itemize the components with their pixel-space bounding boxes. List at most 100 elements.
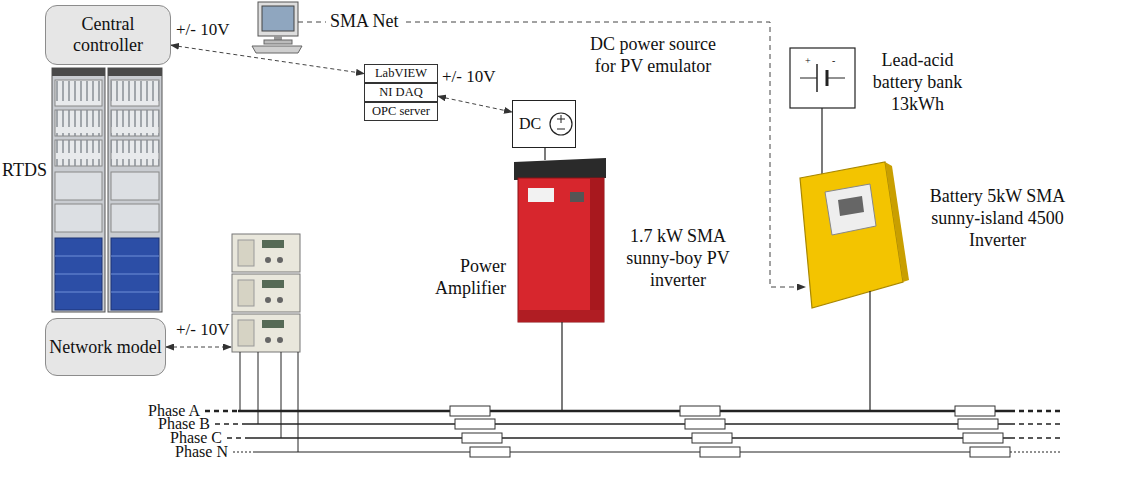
node-text: NI DAQ xyxy=(379,85,422,99)
dc-source-box: DC xyxy=(512,100,576,148)
line-impedance xyxy=(700,447,740,457)
rtds-rack xyxy=(108,68,162,76)
power-amplifier xyxy=(265,337,271,343)
phase-label: Phase C xyxy=(122,431,222,445)
computer-icon xyxy=(252,2,302,53)
amplifier-wire xyxy=(281,352,282,438)
line-impedance xyxy=(970,447,1010,457)
computer-icon xyxy=(274,36,282,40)
rtds-rack xyxy=(111,140,159,166)
battery-inverter xyxy=(885,162,909,282)
controller-box: Central controller xyxy=(45,5,171,65)
power-amplifier xyxy=(232,314,300,352)
phase-line xyxy=(250,437,1010,439)
pv-wire xyxy=(561,322,562,411)
phase-line xyxy=(227,437,250,439)
rtds-rack xyxy=(55,238,102,310)
software-cell: NI DAQ xyxy=(364,83,438,102)
rtds-rack xyxy=(55,204,102,232)
computer-icon xyxy=(264,40,292,44)
computer-icon xyxy=(252,46,302,53)
phase-label: Phase B xyxy=(110,417,210,431)
device-label: Power Amplifier xyxy=(420,256,506,300)
rtds-rack xyxy=(111,204,159,232)
amplifier-wire xyxy=(240,352,298,452)
amplifier-wire xyxy=(240,352,241,411)
phase-line xyxy=(233,452,255,453)
node-text: Network model xyxy=(49,337,161,358)
line-impedance xyxy=(455,419,495,429)
phase-label: Phase N xyxy=(128,445,228,459)
battery-inverter xyxy=(800,162,903,308)
node-text: OPC server xyxy=(372,104,430,118)
dc-source-symbol xyxy=(550,113,572,135)
device-label: Battery 5kW SMA sunny-island 4500 Invert… xyxy=(915,186,1080,252)
device-label: Lead-acid battery bank 13kWh xyxy=(860,50,975,116)
phase-label: Phase A xyxy=(100,404,200,418)
pv-inverter xyxy=(518,310,604,322)
rtds-rack xyxy=(55,274,102,275)
phase-line xyxy=(205,411,1062,452)
rtds-rack xyxy=(111,80,159,106)
phase-line xyxy=(255,452,1010,453)
phase-line xyxy=(1010,437,1062,439)
rtds-rack xyxy=(111,238,159,310)
software-cell: OPC server xyxy=(364,102,438,121)
device-label: 1.7 kW SMA sunny-boy PV inverter xyxy=(612,226,744,292)
signal-connector xyxy=(171,45,364,73)
rtds-rack xyxy=(111,274,159,275)
pv-inverter xyxy=(514,158,606,322)
network-model-box: Network model xyxy=(45,318,166,376)
power-amplifier xyxy=(265,257,271,263)
signal-connector xyxy=(438,96,512,112)
network-label: SMA Net xyxy=(326,11,403,33)
line-impedance xyxy=(680,406,720,416)
rtds-rack xyxy=(111,140,159,166)
rtds-rack xyxy=(52,68,162,312)
device-label: DC power source for PV emulator xyxy=(578,34,728,78)
node-text: Central controller xyxy=(46,14,170,55)
signal-label: +/- 10V xyxy=(176,20,230,41)
rtds-rack xyxy=(111,292,159,293)
battery-wire xyxy=(821,108,822,175)
computer-icon xyxy=(262,6,294,31)
dc-source-symbol xyxy=(557,129,565,130)
battery-inverter xyxy=(825,184,876,235)
node-text: DC xyxy=(519,115,541,133)
rtds-rack xyxy=(108,68,162,312)
power-amplifier xyxy=(232,234,300,352)
rtds-rack xyxy=(55,172,102,200)
rtds-rack xyxy=(111,110,159,136)
line-impedance xyxy=(450,406,490,416)
dc-source-symbol xyxy=(561,115,562,123)
pv-inverter xyxy=(590,178,604,322)
rtds-rack xyxy=(55,140,102,166)
power-amplifier xyxy=(262,240,284,248)
pv-inverter xyxy=(518,178,604,322)
line-impedance xyxy=(462,433,502,443)
device-label: RTDS xyxy=(2,160,47,182)
dc-wire xyxy=(544,148,545,160)
rtds-rack xyxy=(111,110,159,136)
line-impedance xyxy=(963,433,1003,443)
phase-line xyxy=(245,423,1010,425)
computer-icon xyxy=(258,2,298,36)
rtds-rack xyxy=(55,110,102,136)
power-amplifier xyxy=(277,257,283,263)
power-amplifier xyxy=(232,274,300,312)
power-amplifier xyxy=(232,234,300,272)
line-impedance xyxy=(685,419,725,429)
pv-inverter xyxy=(528,188,554,202)
power-amplifier xyxy=(265,297,271,303)
pv-inverter xyxy=(570,192,584,202)
battery-inverter xyxy=(800,162,909,308)
battery-symbol xyxy=(790,48,855,108)
power-amplifier xyxy=(238,240,254,266)
node-text: LabVIEW xyxy=(375,66,427,80)
amplifier-wire xyxy=(298,352,299,452)
polarity-sign: - xyxy=(832,55,835,67)
phase-line xyxy=(205,410,238,413)
power-amplifier xyxy=(238,280,254,306)
power-amplifier xyxy=(277,337,283,343)
rtds-rack xyxy=(111,172,159,200)
